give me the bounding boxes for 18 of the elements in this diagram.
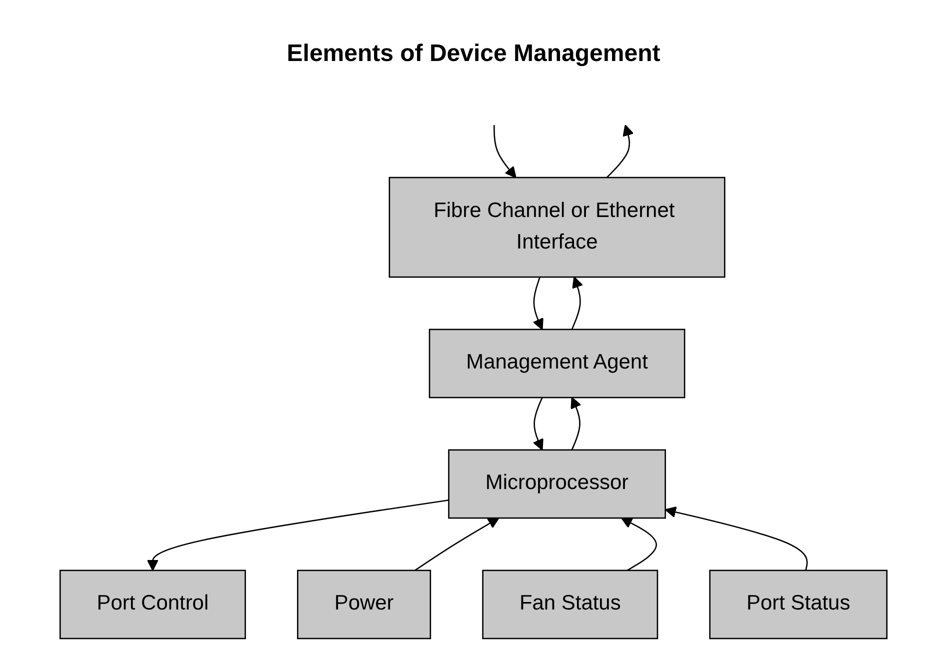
node-box: Fan Status	[482, 570, 658, 640]
arrow	[532, 276, 544, 330]
arrow	[146, 499, 449, 571]
node-box: Fibre Channel or Ethernet Interface	[388, 176, 726, 278]
arrow	[621, 518, 657, 571]
diagram-title: Elements of Device Management	[286, 40, 660, 68]
node-box: Port Control	[59, 570, 246, 640]
arrow	[532, 397, 544, 450]
node-box: Power	[297, 570, 432, 640]
arrow	[414, 518, 500, 571]
arrow	[606, 124, 634, 178]
node-box: Port Status	[709, 570, 888, 640]
node-box: Management Agent	[428, 328, 686, 398]
arrow	[571, 276, 584, 330]
arrow	[664, 506, 808, 571]
node-box: Microprocessor	[448, 449, 666, 519]
arrow	[494, 125, 516, 178]
arrow	[570, 397, 582, 450]
